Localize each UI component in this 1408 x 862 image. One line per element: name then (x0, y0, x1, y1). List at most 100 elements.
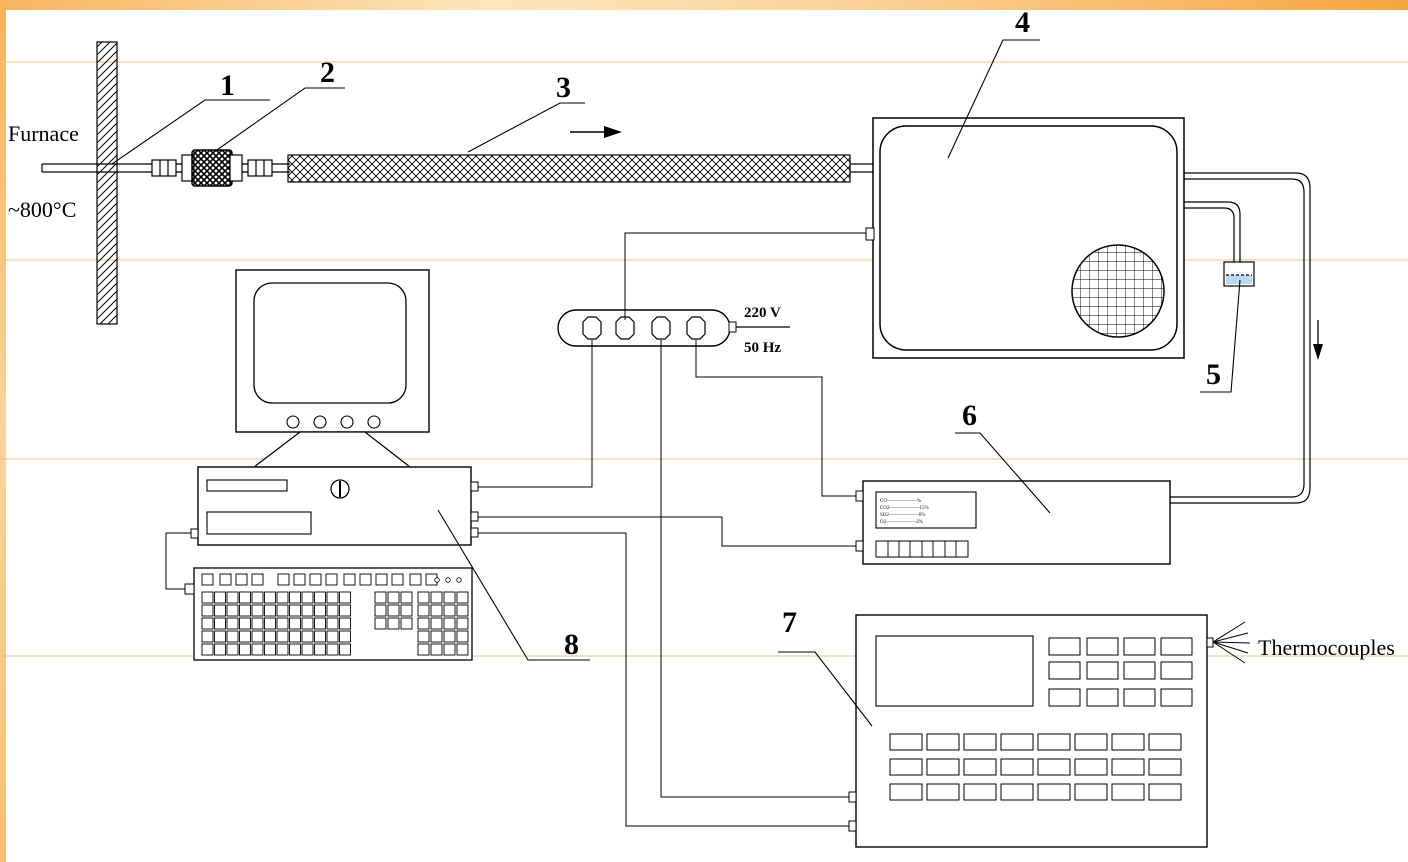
keyboard-key (387, 617, 400, 630)
keyboard-key (456, 643, 469, 656)
keyboard-key (239, 643, 251, 656)
keyboard-key (239, 630, 251, 643)
keyboard-key (314, 630, 326, 643)
keyboard-key (409, 573, 422, 586)
data-logger (848, 614, 1214, 848)
logger-key (963, 758, 997, 776)
keyboard-key (314, 643, 326, 656)
keyboard-key (314, 617, 326, 630)
logger-key (1086, 637, 1119, 656)
keyboard-key (251, 643, 264, 656)
keyboard-key (430, 643, 443, 656)
thermocouples-label: Thermocouples (1258, 635, 1395, 660)
logger-key (1000, 758, 1034, 776)
keyboard-key (251, 617, 264, 630)
logger-key (1074, 783, 1108, 801)
logger-key (1048, 661, 1081, 680)
keyboard-key (277, 573, 290, 586)
sampling-probe (41, 159, 190, 177)
logger-key (1160, 661, 1193, 680)
logger-key (1074, 758, 1108, 776)
keyboard-key (301, 617, 314, 630)
logger-key (1086, 688, 1119, 707)
keyboard-key (417, 630, 430, 643)
logger-key (1086, 661, 1119, 680)
logger-key (1048, 688, 1081, 707)
keyboard-key (289, 591, 301, 604)
keyboard-cable (165, 532, 191, 590)
logger-key (1074, 733, 1108, 751)
keyboard-key (226, 643, 239, 656)
keyboard-key (226, 591, 239, 604)
logger-key (1148, 783, 1182, 801)
keyboard-key (430, 591, 443, 604)
keyboard-key (456, 604, 469, 617)
dry-gas-line (1170, 172, 1311, 504)
analyzer-readout-line1: CO——————% (880, 499, 921, 504)
keyboard-key (339, 630, 351, 643)
logger-key (1037, 758, 1071, 776)
keyboard-key (201, 604, 214, 617)
logger-key (926, 758, 960, 776)
logger-key (1111, 733, 1145, 751)
keyboard-key (339, 604, 351, 617)
keyboard-key (309, 573, 322, 586)
keyboard-key (374, 591, 387, 604)
logger-key (963, 733, 997, 751)
flow-direction-arrow (570, 126, 622, 138)
keyboard-key (276, 591, 289, 604)
keyboard-key (276, 630, 289, 643)
keyboard-key (400, 604, 413, 617)
frequency-label: 50 Hz (744, 340, 781, 356)
keyboard-key (301, 630, 314, 643)
keyboard-key (289, 643, 301, 656)
power-cables (478, 232, 866, 798)
keyboard (184, 567, 473, 661)
keyboard-key (251, 573, 264, 586)
keyboard-key (339, 591, 351, 604)
keyboard-key (430, 604, 443, 617)
keyboard-key (326, 643, 339, 656)
keyboard-key (226, 630, 239, 643)
keyboard-key (456, 617, 469, 630)
keyboard-key (326, 630, 339, 643)
keyboard-key (359, 573, 372, 586)
keyboard-key (293, 573, 306, 586)
keyboard-key (443, 604, 456, 617)
logger-key (1160, 637, 1193, 656)
logger-key (1000, 783, 1034, 801)
keyboard-key (374, 604, 387, 617)
logger-key (889, 758, 923, 776)
keyboard-key (214, 604, 226, 617)
keyboard-key (264, 617, 276, 630)
keyboard-key (430, 617, 443, 630)
keyboard-key (239, 604, 251, 617)
keyboard-key (226, 604, 239, 617)
keyboard-key (219, 573, 232, 586)
keyboard-key (326, 604, 339, 617)
logger-key (926, 733, 960, 751)
analyzer-readout-line3: SO2——————0% (880, 513, 926, 518)
keyboard-key (430, 630, 443, 643)
temperature-label: ~800°C (8, 197, 76, 222)
keyboard-key (326, 617, 339, 630)
furnace-wall (96, 41, 118, 325)
keyboard-key (201, 617, 214, 630)
callout-4-conditioner: 4 (1015, 6, 1030, 39)
keyboard-key (251, 591, 264, 604)
keyboard-key (264, 643, 276, 656)
keyboard-key (417, 643, 430, 656)
callout-8-computer: 8 (564, 628, 579, 661)
keyboard-key (387, 591, 400, 604)
keyboard-key (289, 617, 301, 630)
logger-key (1123, 661, 1156, 680)
keyboard-key (314, 604, 326, 617)
particulate-filter (181, 149, 243, 187)
callout-1-probe: 1 (220, 69, 235, 102)
thermocouple-wires (1212, 621, 1251, 664)
logger-key (889, 733, 923, 751)
keyboard-key (417, 591, 430, 604)
logger-key (1048, 637, 1081, 656)
keyboard-key (326, 591, 339, 604)
logger-key (1037, 733, 1071, 751)
